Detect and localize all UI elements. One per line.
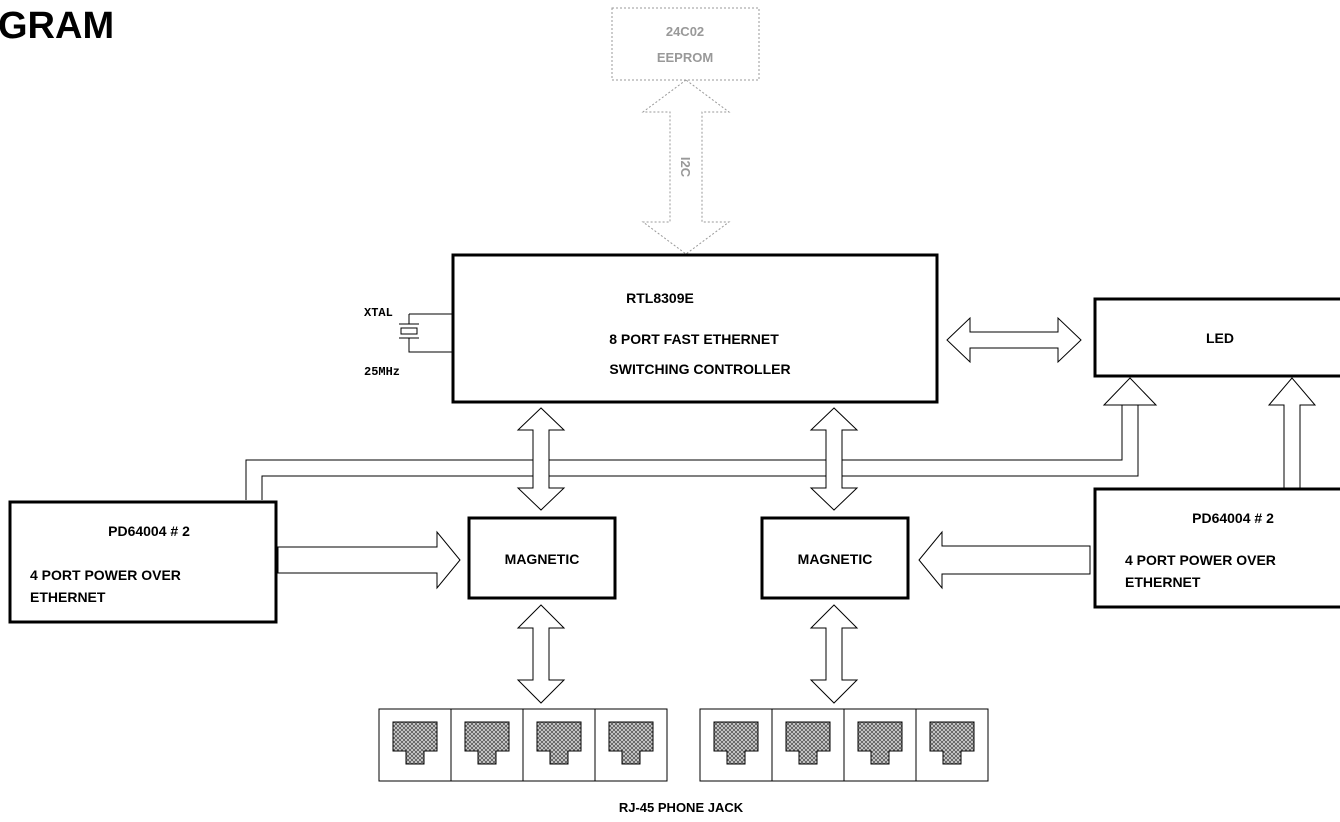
rj45-jack-icon [392,721,438,765]
rj45-jack-icon [929,721,975,765]
eeprom-label: EEPROM [657,50,713,65]
diagram-title: GRAM [0,5,114,47]
poe-left-line1: 4 PORT POWER OVER [30,567,181,583]
controller-line1: 8 PORT FAST ETHERNET [609,331,779,347]
rj45-jack-icon [464,721,510,765]
poe-right-line2: ETHERNET [1125,574,1201,590]
crystal-label: XTAL [364,306,393,320]
poe-left-part: PD64004 # 2 [108,523,190,539]
eeprom-part: 24C02 [666,24,704,39]
controller-line2: SWITCHING CONTROLLER [609,361,790,377]
rj45-jack-group-left [378,708,668,782]
rj45-jack-icon [713,721,759,765]
crystal-frequency: 25MHz [364,365,400,379]
rj45-jack-group-right [699,708,989,782]
controller-magnetic-right-arrow [809,407,859,511]
poe-left-block: PD64004 # 2 4 PORT POWER OVER ETHERNET [8,500,278,624]
rj45-jack-cell [915,708,989,782]
poe-right-magnetic-arrow [918,530,1091,590]
controller-part: RTL8309E [626,290,694,306]
poe-right-part: PD64004 # 2 [1192,510,1274,526]
led-label: LED [1206,330,1234,346]
rj45-jack-icon [785,721,831,765]
switch-controller-block: RTL8309E 8 PORT FAST ETHERNET SWITCHING … [451,253,939,404]
bus-to-led-arrowhead [1102,377,1158,406]
magnetic-jack-right-arrow [809,604,859,704]
poe-right-line1: 4 PORT POWER OVER [1125,552,1276,568]
crystal: XTAL 25MHz [364,306,453,379]
magnetic-jack-left-arrow [516,604,566,704]
led-block: LED [1093,297,1340,378]
magnetic-right-label: MAGNETIC [798,551,873,567]
magnetic-left-label: MAGNETIC [505,551,580,567]
magnetic-right-block: MAGNETIC [760,516,910,600]
i2c-label: I2C [678,157,693,178]
controller-led-arrow [946,316,1082,364]
poe-left-magnetic-arrow [277,530,461,590]
poe-right-led-arrow [1267,377,1317,490]
rj45-jack-icon [608,721,654,765]
controller-magnetic-left-arrow [516,407,566,511]
rj45-jack-icon [857,721,903,765]
rj45-caption: RJ-45 PHONE JACK [619,800,744,815]
magnetic-left-block: MAGNETIC [467,516,617,600]
poe-right-block: PD64004 # 2 4 PORT POWER OVER ETHERNET [1093,487,1340,609]
i2c-arrow: I2C [641,79,731,255]
eeprom-block: 24C02 EEPROM [611,7,760,81]
poe-left-line2: ETHERNET [30,589,106,605]
status-bus [245,405,1139,500]
rj45-jack-icon [536,721,582,765]
crystal-symbol [399,313,453,353]
